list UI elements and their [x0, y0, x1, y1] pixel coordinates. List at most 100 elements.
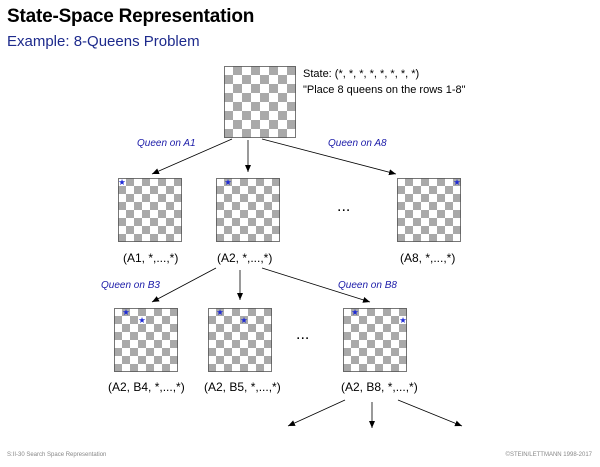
board-square	[383, 316, 391, 324]
edge-a2-b4	[151, 267, 217, 303]
board-square	[248, 178, 256, 186]
board-square	[216, 178, 224, 186]
board-square	[256, 308, 264, 316]
board-square	[174, 186, 182, 194]
board-square	[264, 234, 272, 242]
board-square	[367, 308, 375, 316]
caption-a2b4: (A2, B4, *,...,*)	[108, 380, 185, 394]
board-square	[445, 210, 453, 218]
board-square	[122, 340, 130, 348]
board-square	[142, 178, 150, 186]
board-square	[251, 75, 260, 84]
board-square	[264, 316, 272, 324]
board-square	[278, 75, 287, 84]
board-square	[445, 194, 453, 202]
board-square	[351, 356, 359, 364]
board-square	[122, 364, 130, 372]
board-square	[251, 93, 260, 102]
board-square	[256, 316, 264, 324]
board-square	[437, 218, 445, 226]
board-square	[445, 218, 453, 226]
board-square	[170, 364, 178, 372]
board-square	[437, 186, 445, 194]
board-square	[421, 194, 429, 202]
board-square	[437, 178, 445, 186]
board-square	[272, 178, 280, 186]
board-square	[383, 332, 391, 340]
board-square	[146, 308, 154, 316]
board-square	[138, 308, 146, 316]
board-square	[251, 66, 260, 75]
board-square	[154, 348, 162, 356]
board-square	[154, 308, 162, 316]
board-square	[130, 364, 138, 372]
board-square	[174, 210, 182, 218]
board-square	[208, 332, 216, 340]
board-square	[248, 194, 256, 202]
board-square	[240, 324, 248, 332]
board-square	[359, 332, 367, 340]
board-square	[278, 111, 287, 120]
board-square	[375, 316, 383, 324]
board-square	[224, 348, 232, 356]
board-square	[162, 316, 170, 324]
board-square	[413, 218, 421, 226]
board-square	[240, 210, 248, 218]
board-square	[174, 234, 182, 242]
board-square	[375, 340, 383, 348]
board-square	[256, 226, 264, 234]
board-square	[122, 324, 130, 332]
board-square	[232, 194, 240, 202]
board-a2: ★	[216, 178, 280, 242]
caption-a1: (A1, *,...,*)	[123, 251, 179, 265]
board-square	[174, 194, 182, 202]
board-square	[256, 348, 264, 356]
board-square	[359, 356, 367, 364]
board-square	[134, 226, 142, 234]
board-square	[248, 202, 256, 210]
board-square	[162, 308, 170, 316]
board-square	[130, 356, 138, 364]
board-square	[399, 356, 407, 364]
board-square	[224, 332, 232, 340]
board-square	[264, 226, 272, 234]
board-square	[224, 93, 233, 102]
board-square	[256, 356, 264, 364]
page-title: State-Space Representation	[7, 6, 255, 27]
board-square	[154, 356, 162, 364]
board-square	[126, 210, 134, 218]
board-square	[429, 218, 437, 226]
board-square	[351, 332, 359, 340]
board-square	[216, 218, 224, 226]
board-square	[405, 202, 413, 210]
board-square	[138, 316, 146, 324]
board-square	[248, 316, 256, 324]
board-square	[269, 93, 278, 102]
board-square	[158, 234, 166, 242]
board-square	[260, 84, 269, 93]
edge-label-queen-b8: Queen on B8	[338, 280, 397, 291]
board-square	[391, 364, 399, 372]
board-square	[142, 218, 150, 226]
board-square	[453, 234, 461, 242]
board-square	[248, 234, 256, 242]
board-square	[256, 178, 264, 186]
board-square	[122, 356, 130, 364]
board-square	[216, 194, 224, 202]
board-square	[170, 356, 178, 364]
board-square	[122, 308, 130, 316]
board-square	[248, 348, 256, 356]
board-square	[269, 120, 278, 129]
board-square	[118, 218, 126, 226]
board-square	[397, 234, 405, 242]
board-square	[264, 324, 272, 332]
board-square	[158, 194, 166, 202]
board-square	[343, 348, 351, 356]
board-square	[118, 194, 126, 202]
board-square	[166, 210, 174, 218]
board-square	[256, 218, 264, 226]
board-square	[122, 332, 130, 340]
board-square	[114, 364, 122, 372]
board-square	[359, 348, 367, 356]
queen-star-icon: ★	[118, 178, 126, 187]
